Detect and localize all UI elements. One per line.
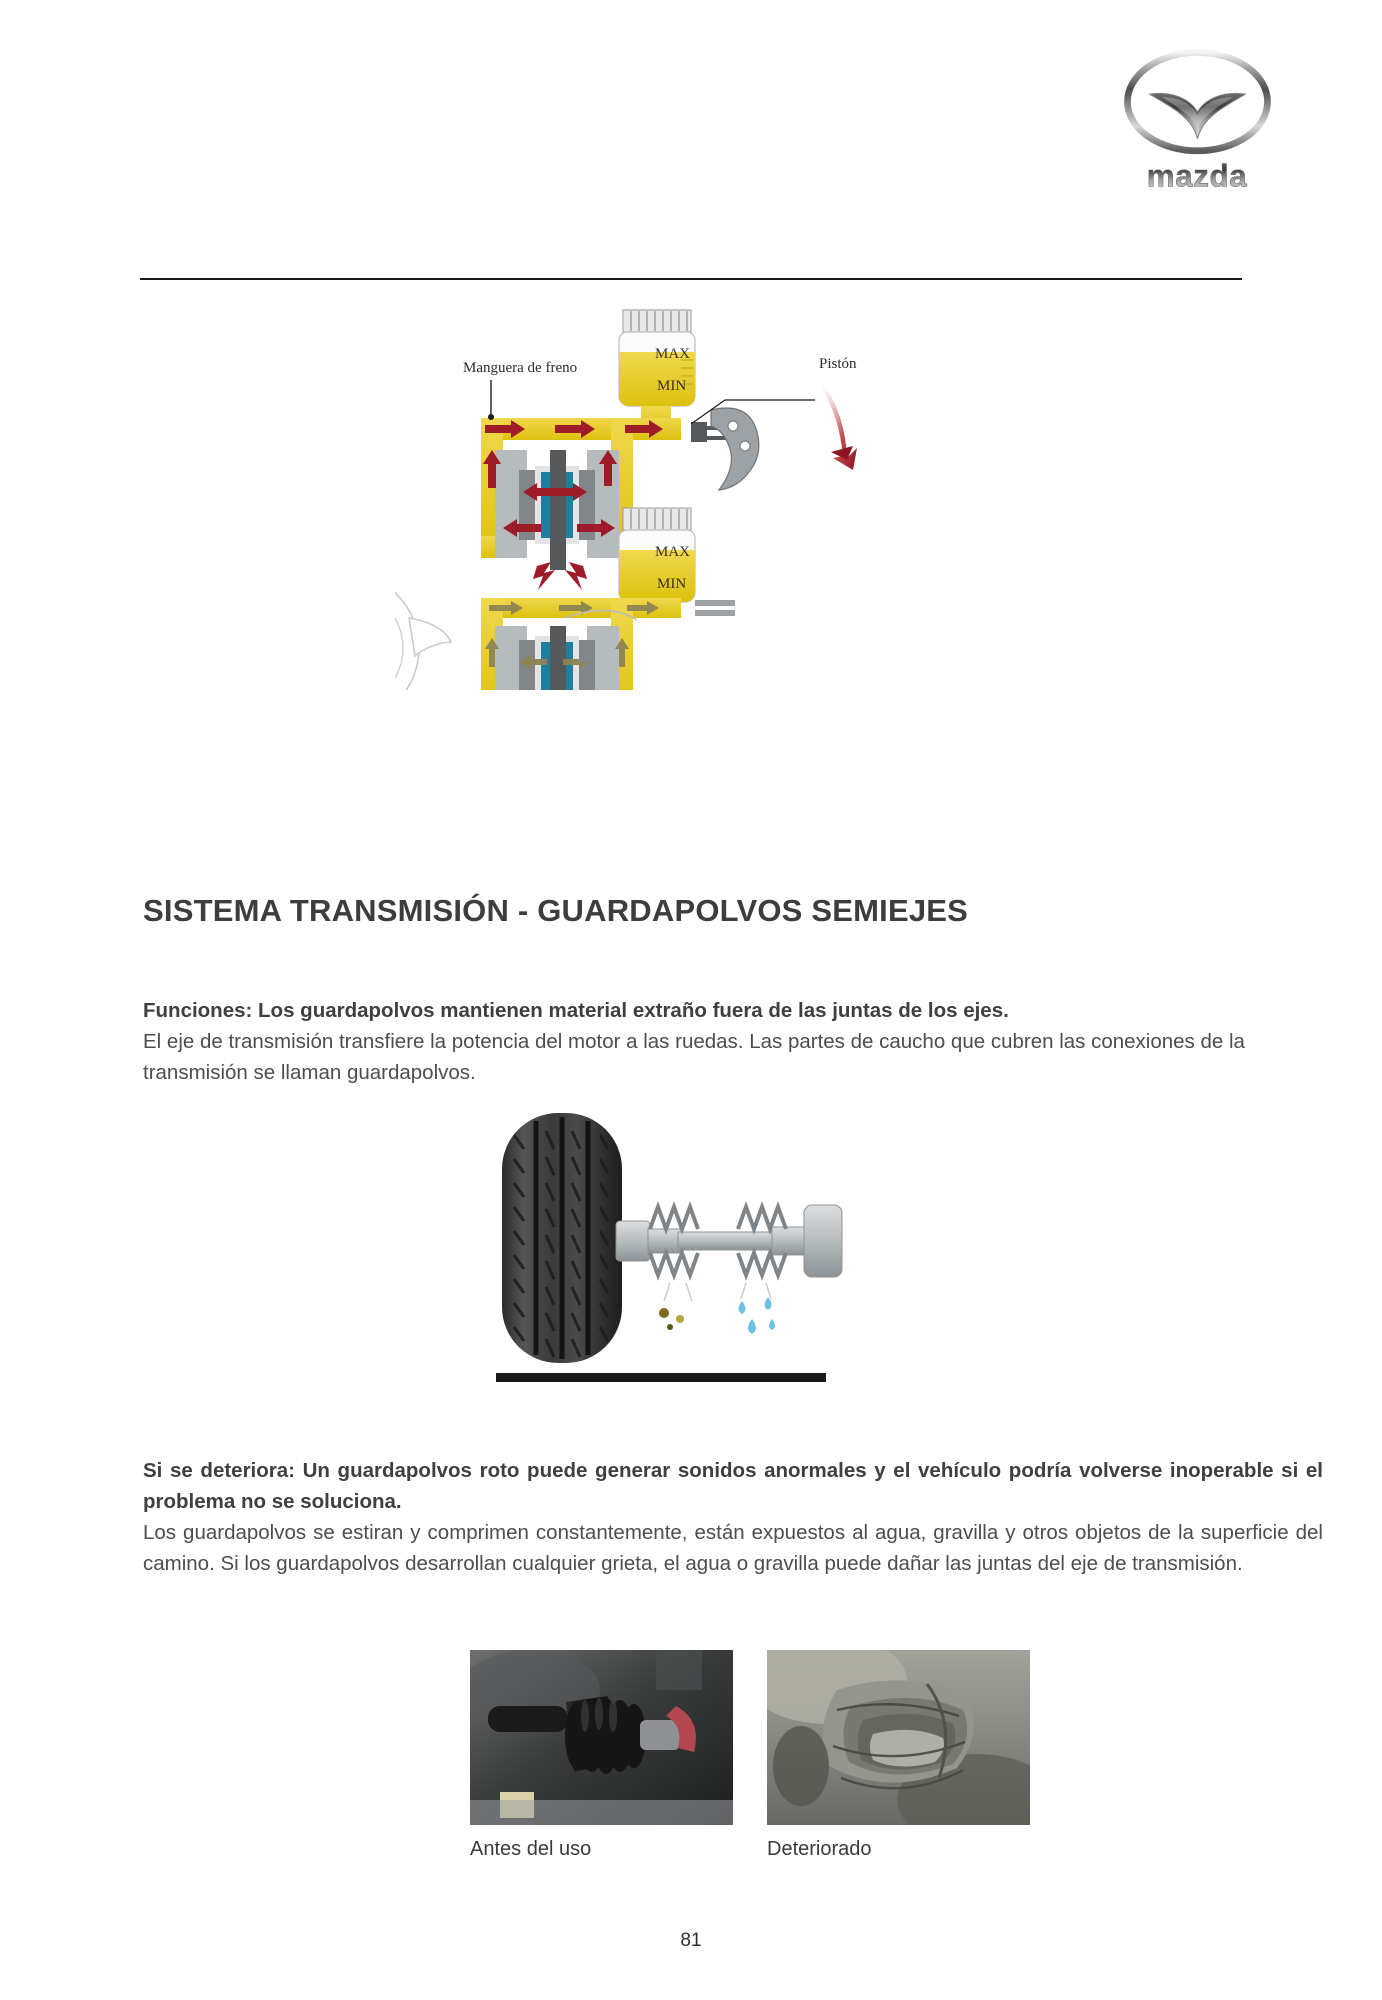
- brake-caliper-top: [495, 450, 619, 570]
- functions-paragraph: El eje de transmisión transfiere la pote…: [143, 1030, 1245, 1085]
- photo-deteriorated: [767, 1650, 1030, 1825]
- drive-axle-diagram: [480, 1105, 960, 1425]
- reservoir-min-label-2: MIN: [657, 576, 686, 592]
- water-drop-icons-right: [738, 1282, 775, 1334]
- fluid-flow-arrows-top: [483, 420, 663, 537]
- header-divider: [140, 278, 1242, 280]
- brake-caliper-bottom: [495, 626, 619, 690]
- brand-name-text: mazda: [1147, 159, 1247, 194]
- axle-boot-left-upper: [648, 1201, 700, 1235]
- axle-boot-left-lower: [648, 1247, 700, 1281]
- photo-comparison-row: Antes del uso Deteriorado: [470, 1650, 1040, 1880]
- cv-axle-shaft: [615, 1201, 843, 1281]
- brake-fluid-reservoir-bottom: MAX MIN: [618, 507, 735, 616]
- functions-lead: Funciones: Los guardapolvos mantienen ma…: [143, 999, 1009, 1022]
- page-title: SISTEMA TRANSMISIÓN - GUARDAPOLVOS SEMIE…: [143, 893, 969, 928]
- brake-pedal-assembly: Pistón: [690, 356, 857, 491]
- brake-fluid-reservoir-top: MAX MIN: [618, 309, 696, 434]
- photo-caption-deteriorated: Deteriorado: [767, 1838, 872, 1860]
- ground-line: [496, 1373, 826, 1382]
- tire-illustration: [502, 1113, 622, 1363]
- page-number: 81: [680, 1930, 702, 1951]
- deterioration-paragraph: Los guardapolvos se estiran y comprimen …: [143, 1521, 1323, 1576]
- friction-spark-icon: [533, 562, 587, 590]
- axle-boot-right-upper: [736, 1201, 788, 1235]
- reservoir-min-label: MIN: [657, 378, 686, 394]
- brake-system-diagram: MAX MIN: [395, 300, 1055, 690]
- deterioration-lead: Si se deteriora: Un guardapolvos roto pu…: [143, 1459, 1323, 1514]
- debris-splash-left: [659, 1282, 693, 1330]
- piston-label: Pistón: [819, 356, 857, 372]
- reservoir-max-label: MAX: [655, 346, 690, 362]
- wheel-hub-callout: [395, 591, 638, 690]
- deterioration-text-block: Si se deteriora: Un guardapolvos roto pu…: [143, 1455, 1323, 1580]
- reservoir-max-label-2: MAX: [655, 544, 690, 560]
- photo-before-use: [470, 1650, 733, 1825]
- brake-hose-label: Manguera de freno: [463, 360, 577, 376]
- axle-boot-right-lower: [736, 1247, 788, 1281]
- fluid-flow-arrows-bottom: [485, 601, 659, 669]
- brand-logo: mazda: [1072, 48, 1322, 198]
- mazda-emblem-icon: [1123, 49, 1271, 155]
- functions-text-block: Funciones: Los guardapolvos mantienen ma…: [143, 995, 1323, 1088]
- brake-hose-callout: Manguera de freno: [463, 360, 577, 420]
- photo-caption-before: Antes del uso: [470, 1838, 592, 1860]
- mazda-wordmark: mazda: [1146, 158, 1247, 194]
